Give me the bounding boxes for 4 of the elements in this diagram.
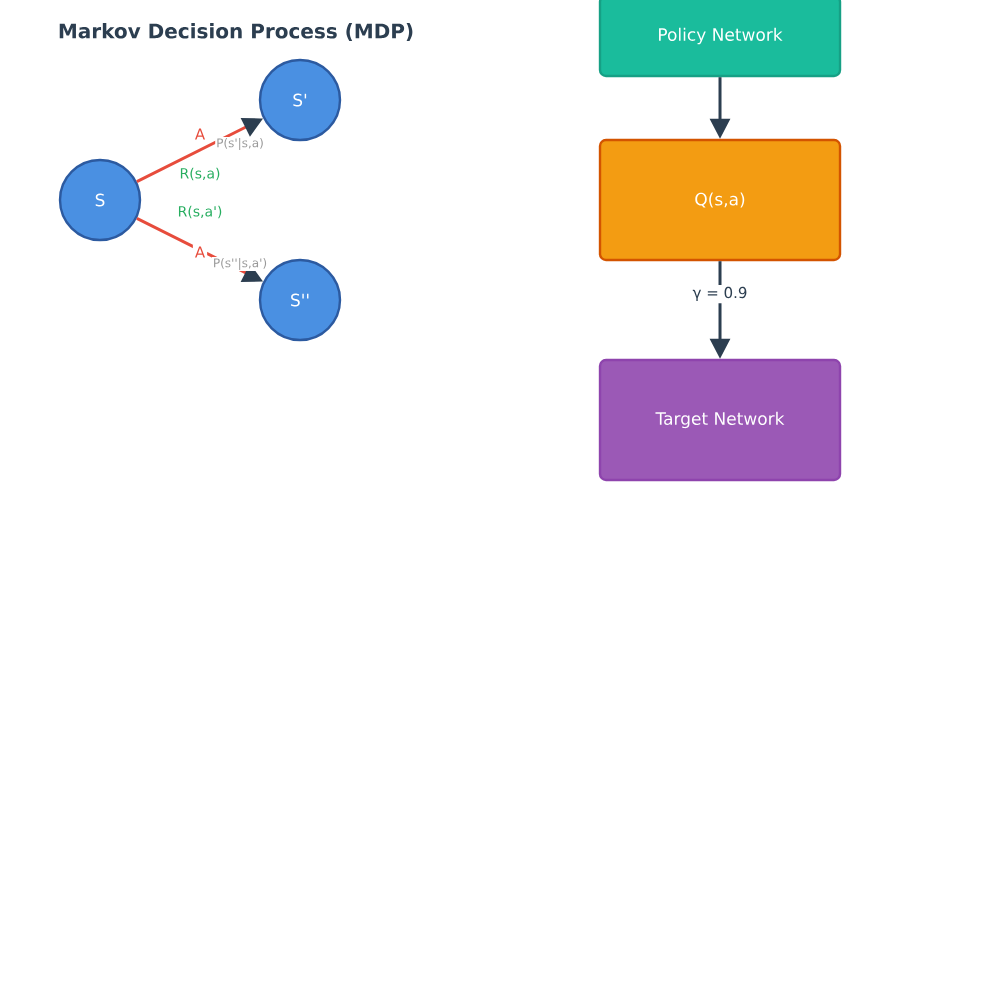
- process-box: Q(s,a): [598, 138, 842, 262]
- title: Markov Decision Process (MDP): [59, 23, 413, 41]
- process-box: Policy Network: [598, 0, 842, 78]
- process-box: Target Network: [598, 358, 842, 482]
